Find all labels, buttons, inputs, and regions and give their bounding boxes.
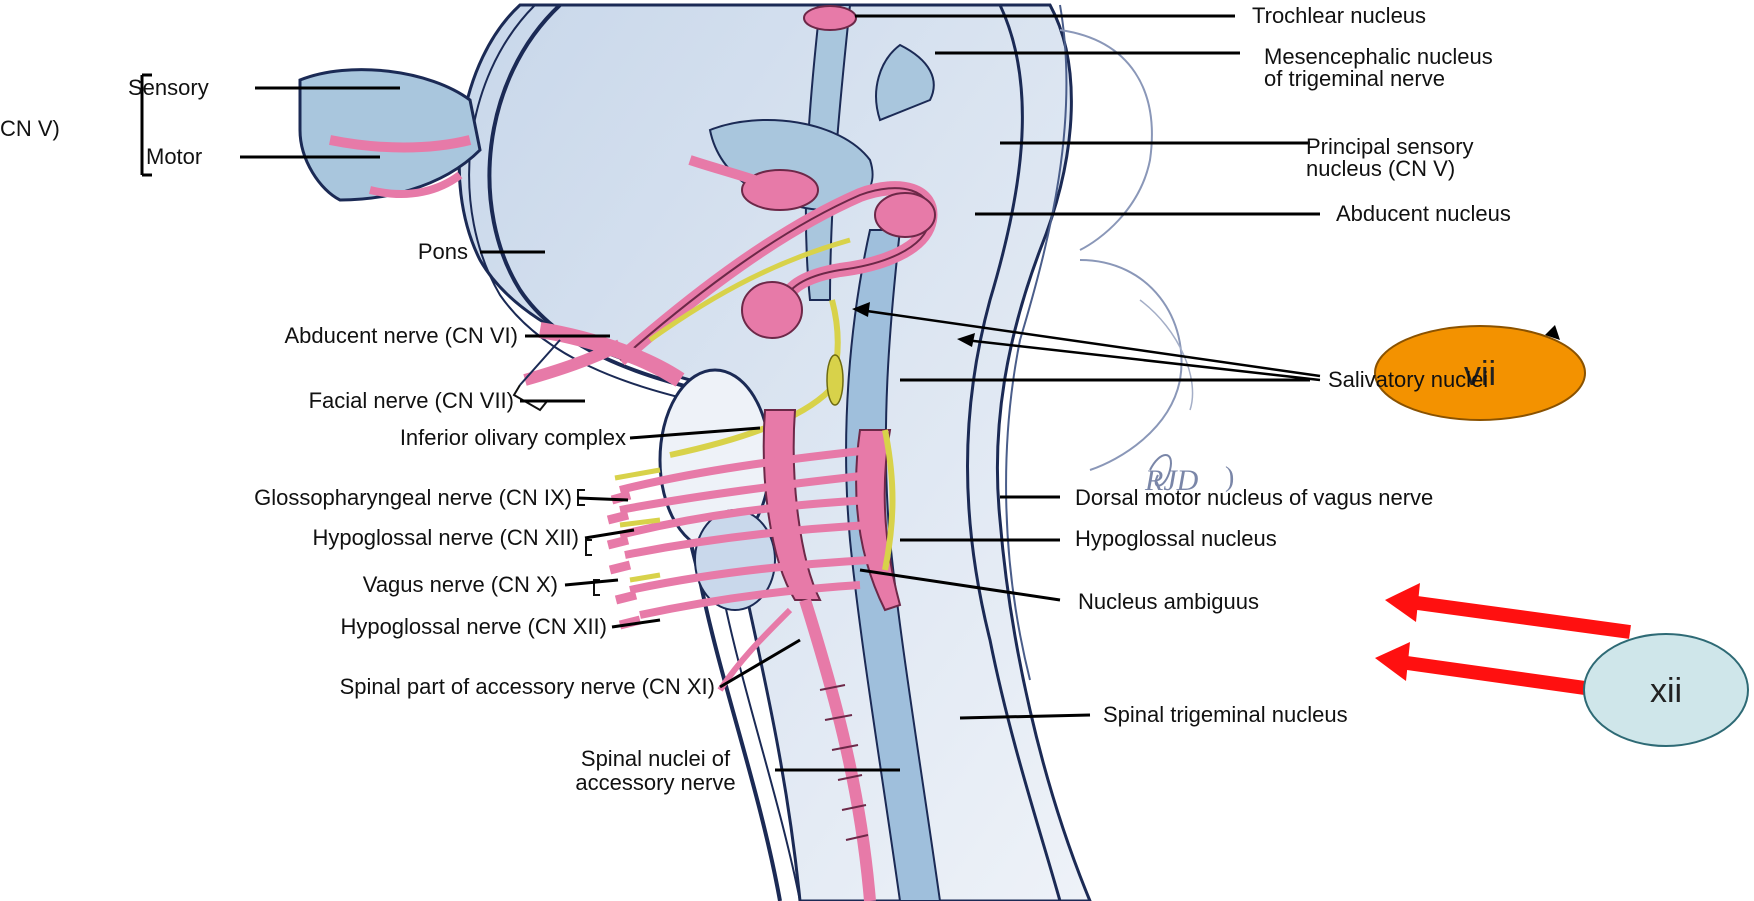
facial-motor-nucleus xyxy=(742,282,802,338)
label-glossopharyngeal-nerve: Glossopharyngeal nerve (CN IX) xyxy=(254,486,572,510)
label-vagus-nerve: Vagus nerve (CN X) xyxy=(363,573,558,597)
label-hypoglossal-nucleus: Hypoglossal nucleus xyxy=(1075,527,1277,551)
label-nucleus-ambiguus: Nucleus ambiguus xyxy=(1078,590,1259,614)
label-principal-sensory-line2: nucleus (CN V) xyxy=(1306,157,1455,181)
trochlear-nucleus xyxy=(804,6,856,30)
red-arrowhead-2 xyxy=(1375,642,1410,681)
label-motor: Motor xyxy=(146,145,202,169)
label-inferior-olivary-complex: Inferior olivary complex xyxy=(400,426,626,450)
bubble-xii: xii xyxy=(1584,634,1748,746)
label-salivatory-nuclei: Salivatory nuclei xyxy=(1328,368,1488,392)
label-sensory: Sensory xyxy=(128,76,209,100)
label-spinal-nuclei-accessory-line2: accessory nerve xyxy=(543,771,768,795)
label-hypoglossal-nerve-1: Hypoglossal nerve (CN XII) xyxy=(312,526,579,550)
label-spinal-nuclei-accessory-line1: Spinal nuclei of xyxy=(543,747,768,771)
label-dorsal-motor-nucleus: Dorsal motor nucleus of vagus nerve xyxy=(1075,486,1433,510)
label-spinal-trigeminal-nucleus: Spinal trigeminal nucleus xyxy=(1103,703,1348,727)
label-spinal-accessory-nerve: Spinal part of accessory nerve (CN XI) xyxy=(340,675,715,699)
group-cn-v-label: CN V) xyxy=(0,117,60,141)
abducent-nucleus xyxy=(875,193,935,237)
label-pons: Pons xyxy=(418,240,468,264)
red-arrowhead-1 xyxy=(1385,583,1420,622)
label-facial-nerve: Facial nerve (CN VII) xyxy=(309,389,514,413)
label-abducent-nucleus: Abducent nucleus xyxy=(1336,202,1511,226)
label-abducent-nerve: Abducent nerve (CN VI) xyxy=(284,324,518,348)
label-hypoglossal-nerve-2: Hypoglossal nerve (CN XII) xyxy=(340,615,607,639)
bubble-xii-label: xii xyxy=(1650,672,1682,710)
label-trochlear-nucleus: Trochlear nucleus xyxy=(1252,4,1426,28)
label-mesencephalic-nucleus-line2: of trigeminal nerve xyxy=(1264,67,1445,91)
